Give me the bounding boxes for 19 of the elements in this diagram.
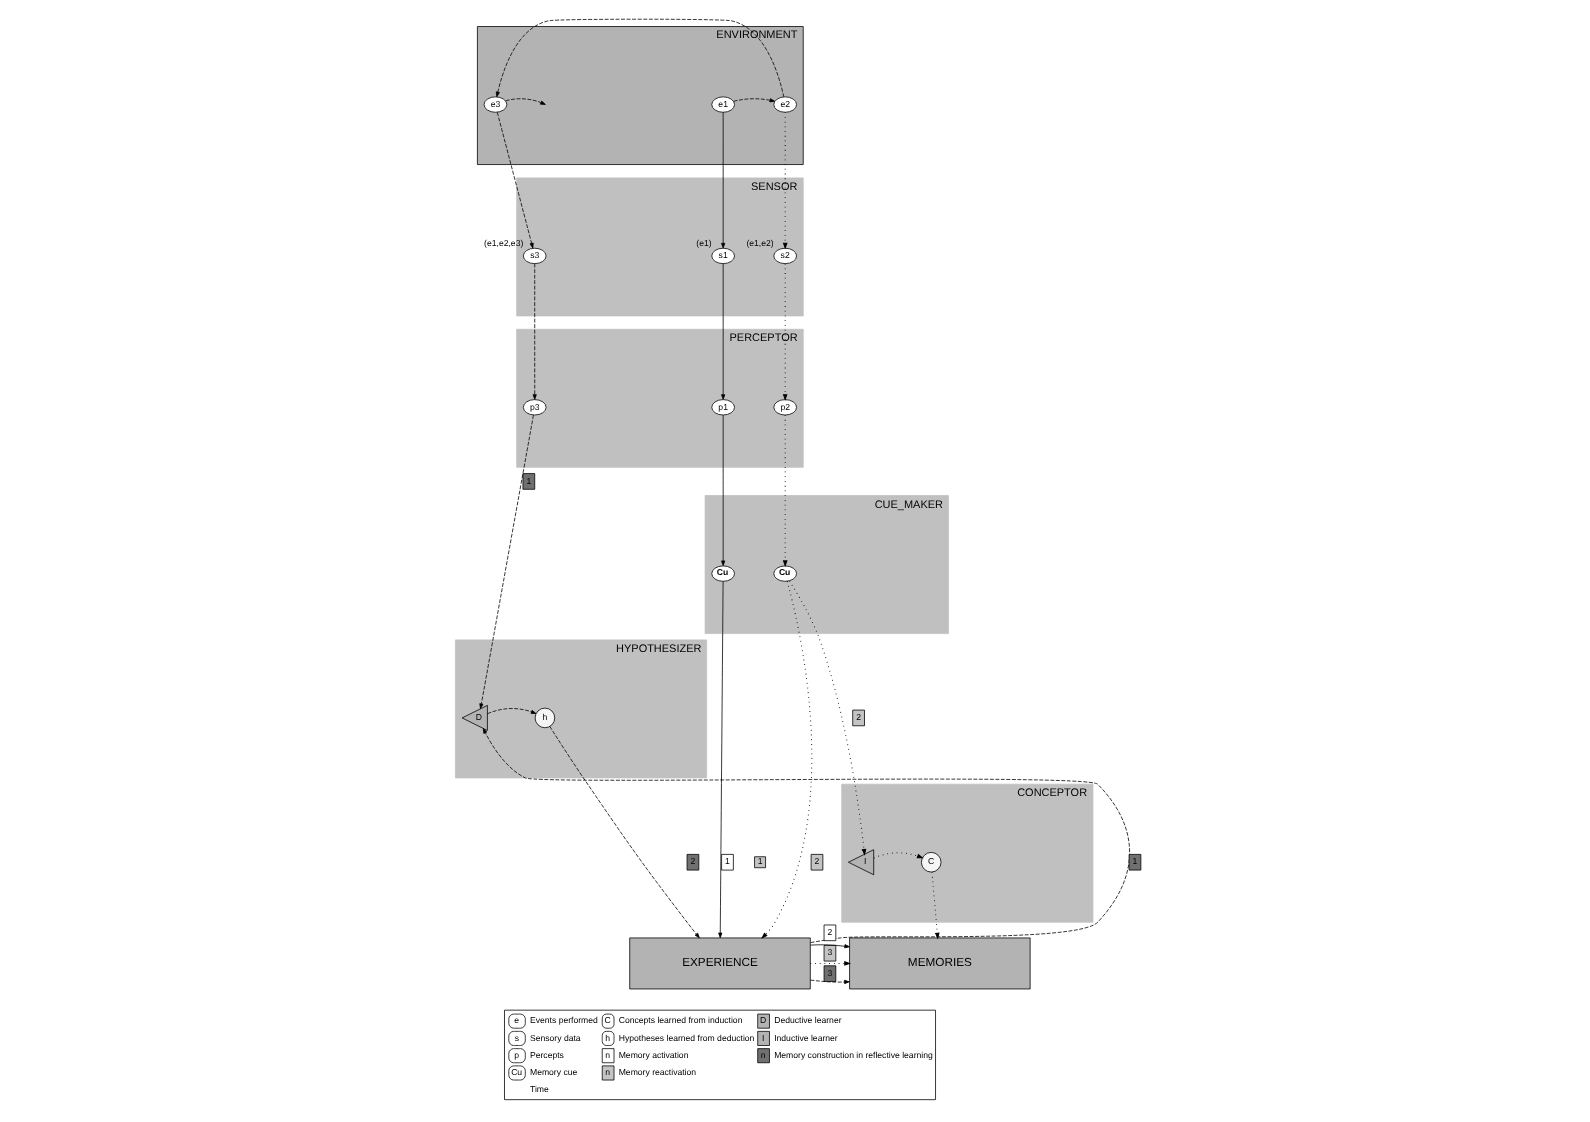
arrow [718, 581, 724, 939]
arrow [809, 961, 852, 966]
arrow [782, 263, 788, 401]
arrow [761, 580, 813, 939]
arrow [721, 112, 726, 249]
arrow [873, 852, 924, 859]
arrow [782, 111, 788, 250]
arrow [721, 263, 726, 400]
arrow [810, 944, 850, 949]
arrow [495, 18, 785, 98]
arrow [487, 708, 537, 715]
arrow [532, 263, 537, 400]
arrow [733, 98, 776, 103]
arrow [931, 871, 940, 940]
arrow [721, 414, 726, 566]
arrow [782, 414, 788, 568]
arrow [810, 979, 850, 985]
arrow [505, 98, 546, 105]
arrow [496, 112, 534, 249]
